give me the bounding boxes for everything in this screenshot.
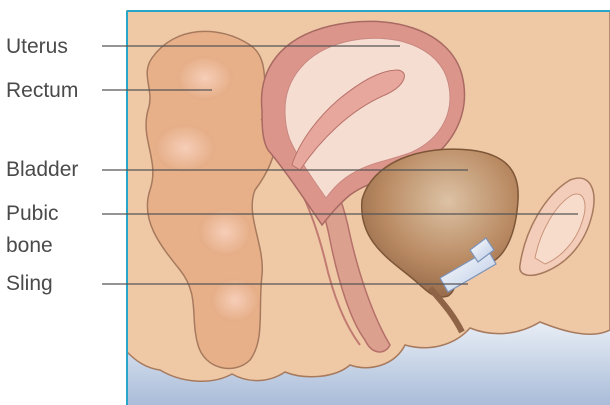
label-uterus: Uterus xyxy=(6,35,68,59)
label-sling: Sling xyxy=(6,272,53,296)
label-pubic-bone-line1: Pubic xyxy=(6,202,59,226)
label-pubic-bone-line2: bone xyxy=(6,234,53,258)
rectum-fold xyxy=(177,56,233,100)
rectum-fold xyxy=(199,208,251,256)
rectum-fold xyxy=(155,124,215,172)
label-bladder: Bladder xyxy=(6,158,78,182)
label-rectum: Rectum xyxy=(6,79,78,103)
